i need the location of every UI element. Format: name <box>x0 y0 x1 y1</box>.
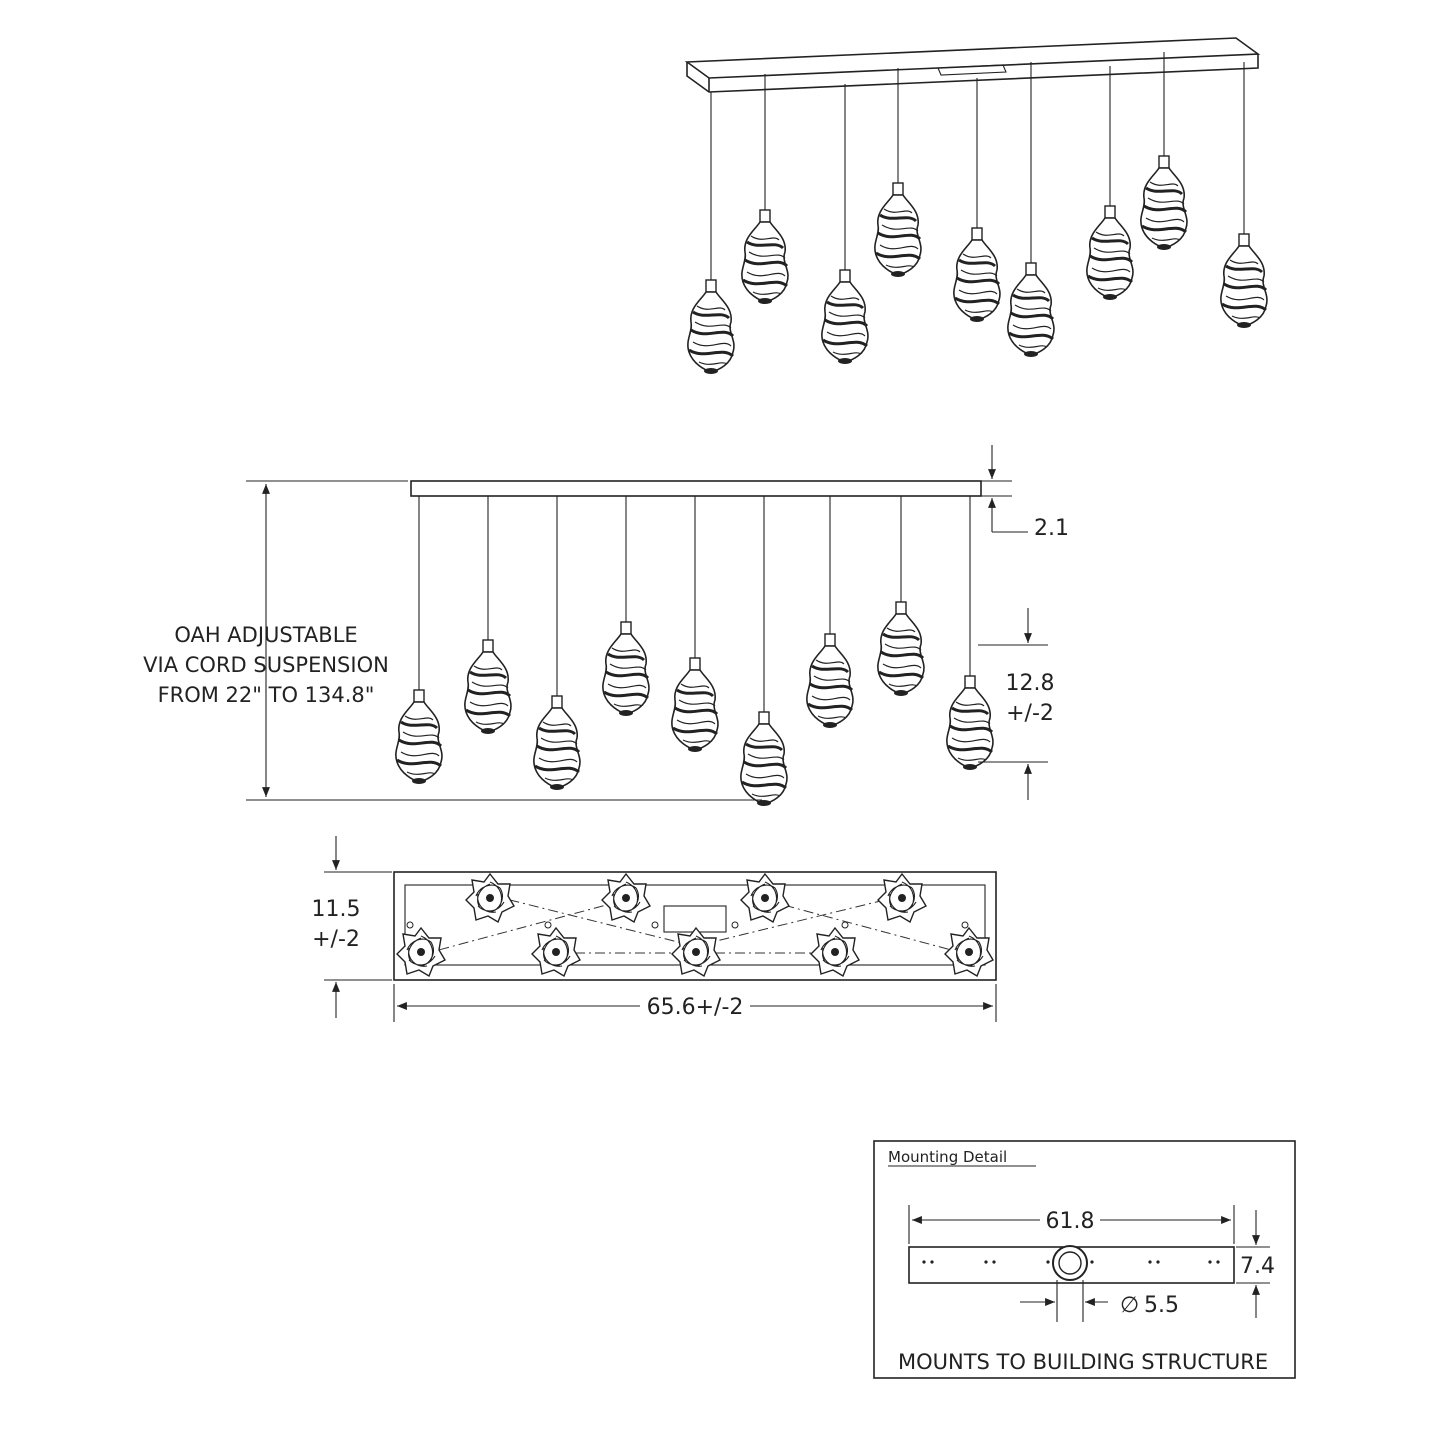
pendant-top-icon <box>465 873 515 923</box>
pendant-top-icon <box>531 927 581 977</box>
pendant-top-icon <box>396 927 446 977</box>
pendant-top-icon <box>671 927 721 977</box>
pendant-glass-icon <box>739 710 789 808</box>
pendant-glass-icon <box>1139 154 1189 252</box>
pendant-height-value: 12.8 <box>1006 671 1055 696</box>
mounting-detail-title: Mounting Detail <box>888 1148 1007 1166</box>
pendant-glass-icon <box>952 226 1002 324</box>
pendant-glass-icon <box>1219 232 1269 330</box>
pendant-glass-icon <box>394 688 444 786</box>
mounting-detail: Mounting Detail 61.8 7.4 ∅ 5.5 MOU <box>873 1140 1296 1379</box>
plate-height-label: 7.4 <box>1240 1254 1275 1279</box>
pendant-glass-icon <box>873 181 923 279</box>
pendant-glass-icon <box>1006 261 1056 359</box>
pendant-top-icon <box>877 873 927 923</box>
oah-note-line-1: OAH ADJUSTABLE <box>174 623 357 647</box>
oah-note-line-3: FROM 22" TO 134.8" <box>158 683 375 707</box>
mounting-footer: MOUNTS TO BUILDING STRUCTURE <box>898 1350 1268 1374</box>
pendant-glass-icon <box>1085 204 1135 302</box>
pendant-glass-icon <box>670 656 720 754</box>
pendant-glass-icon <box>740 208 790 306</box>
pendant-glass-icon <box>805 632 855 730</box>
diameter-symbol: ∅ <box>1120 1293 1139 1318</box>
depth-value: 11.5 <box>312 897 361 922</box>
plate-length-label: 61.8 <box>1046 1209 1095 1234</box>
pendant-glass-icon <box>601 620 651 718</box>
diameter-label: 5.5 <box>1144 1293 1179 1318</box>
isometric-view <box>684 37 1269 376</box>
pendant-glass-icon <box>876 600 926 698</box>
pendant-glass-icon <box>820 268 870 366</box>
pendant-glass-icon <box>945 674 995 772</box>
oah-note-line-2: VIA CORD SUSPENSION <box>143 653 389 677</box>
pendant-height-tolerance: +/-2 <box>1006 701 1054 726</box>
pendant-glass-icon <box>463 638 513 736</box>
pendant-top-icon <box>810 927 860 977</box>
side-elevation: OAH ADJUSTABLE VIA CORD SUSPENSION FROM … <box>143 445 1069 808</box>
pendant-glass-icon <box>686 278 736 376</box>
pendant-top-icon <box>740 873 790 923</box>
plan-view: 11.5 +/-2 65.6+/-2 <box>312 836 997 1022</box>
depth-tolerance: +/-2 <box>312 927 360 952</box>
pendant-top-icon <box>601 873 651 923</box>
length-label: 65.6+/-2 <box>647 995 744 1020</box>
pendant-glass-icon <box>532 694 582 792</box>
canopy-height-label: 2.1 <box>1034 516 1069 541</box>
pendant-top-icon <box>944 927 994 977</box>
